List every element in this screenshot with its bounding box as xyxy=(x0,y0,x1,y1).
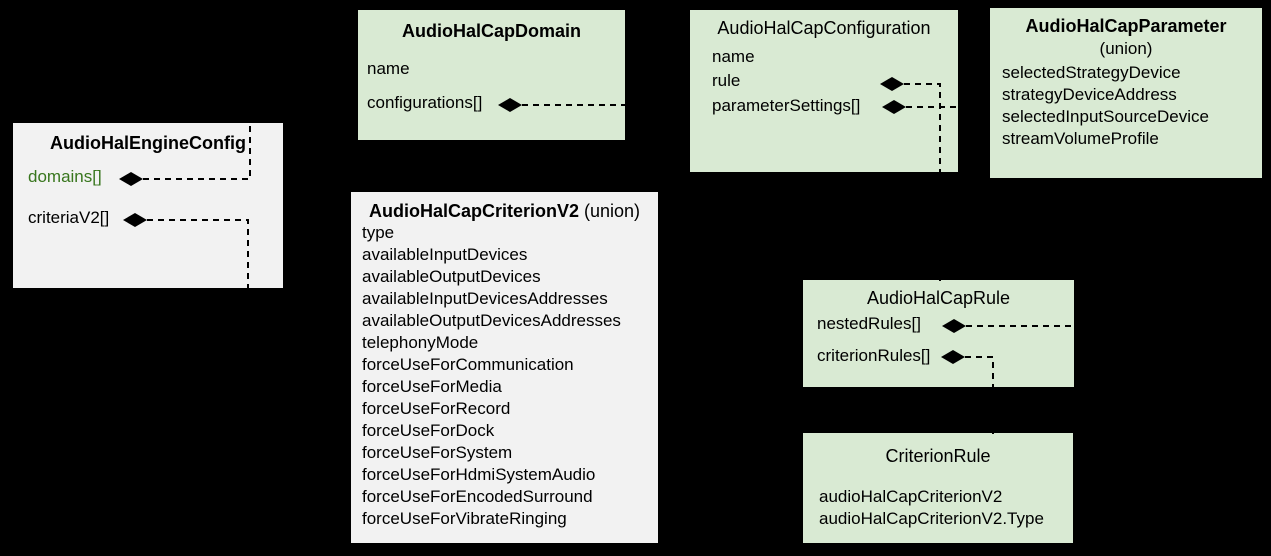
field-telephony-mode: telephonyMode xyxy=(362,333,479,352)
field-rule: rule xyxy=(712,71,741,90)
class-title: AudioHalCapCriterionV2(union) xyxy=(351,201,658,222)
class-box-audio-hal-engine-config: AudioHalEngineConfig domains[] criteriaV… xyxy=(13,123,283,288)
field-force-use-for-hdmi-system-audio: forceUseForHdmiSystemAudio xyxy=(362,465,596,484)
class-box-audio-hal-cap-rule: AudioHalCapRule nestedRules[] criterionR… xyxy=(803,280,1074,387)
field-type: type xyxy=(362,223,395,242)
field-selected-strategy-device: selectedStrategyDevice xyxy=(1002,63,1181,82)
field-strategy-device-address: strategyDeviceAddress xyxy=(1002,85,1177,104)
field-name: name xyxy=(367,59,410,78)
class-title: AudioHalCapRule xyxy=(866,288,1011,308)
field-available-output-devices-addresses: availableOutputDevicesAddresses xyxy=(362,311,621,330)
field-available-input-devices-addresses: availableInputDevicesAddresses xyxy=(362,289,608,308)
field-force-use-for-record: forceUseForRecord xyxy=(362,399,511,418)
field-configurations: configurations[] xyxy=(367,93,483,112)
field-stream-volume-profile: streamVolumeProfile xyxy=(1002,129,1159,148)
class-stereotype: (union) xyxy=(1099,39,1153,58)
class-title-main: AudioHalCapCriterionV2 xyxy=(368,201,579,221)
field-available-input-devices: availableInputDevices xyxy=(362,245,528,264)
field-audio-hal-cap-criterion-v2: audioHalCapCriterionV2 xyxy=(819,487,1003,506)
field-criterion-rules: criterionRules[] xyxy=(817,346,931,365)
field-force-use-for-vibrate-ringing: forceUseForVibrateRinging xyxy=(362,509,567,528)
field-parameter-settings: parameterSettings[] xyxy=(712,96,861,115)
field-force-use-for-media: forceUseForMedia xyxy=(362,377,502,396)
field-name: name xyxy=(712,47,755,66)
field-nested-rules: nestedRules[] xyxy=(817,314,921,333)
class-stereotype: (union) xyxy=(584,201,641,221)
class-box-criterion-rule: CriterionRule audioHalCapCriterionV2 aud… xyxy=(803,433,1073,543)
field-domains: domains[] xyxy=(28,167,102,186)
field-force-use-for-encoded-surround: forceUseForEncodedSurround xyxy=(362,487,593,506)
class-box-audio-hal-cap-configuration: AudioHalCapConfiguration name rule param… xyxy=(690,10,958,172)
class-box-audio-hal-cap-criterion-v2: AudioHalCapCriterionV2(union) type avail… xyxy=(351,192,658,543)
class-box-audio-hal-cap-parameter: AudioHalCapParameter (union) selectedStr… xyxy=(990,8,1262,178)
field-force-use-for-system: forceUseForSystem xyxy=(362,443,513,462)
class-title: CriterionRule xyxy=(885,446,991,466)
class-title: AudioHalCapConfiguration xyxy=(717,18,931,38)
field-force-use-for-dock: forceUseForDock xyxy=(362,421,495,440)
field-audio-hal-cap-criterion-v2-type: audioHalCapCriterionV2.Type xyxy=(819,509,1044,528)
class-title: AudioHalCapParameter xyxy=(1025,16,1227,36)
field-force-use-for-communication: forceUseForCommunication xyxy=(362,355,574,374)
field-selected-input-source-device: selectedInputSourceDevice xyxy=(1002,107,1209,126)
class-box-audio-hal-cap-domain: AudioHalCapDomain name configurations[] xyxy=(358,10,625,140)
class-title: AudioHalEngineConfig xyxy=(50,133,246,153)
field-available-output-devices: availableOutputDevices xyxy=(362,267,541,286)
class-title: AudioHalCapDomain xyxy=(401,21,581,41)
field-criteria-v2: criteriaV2[] xyxy=(28,208,110,227)
